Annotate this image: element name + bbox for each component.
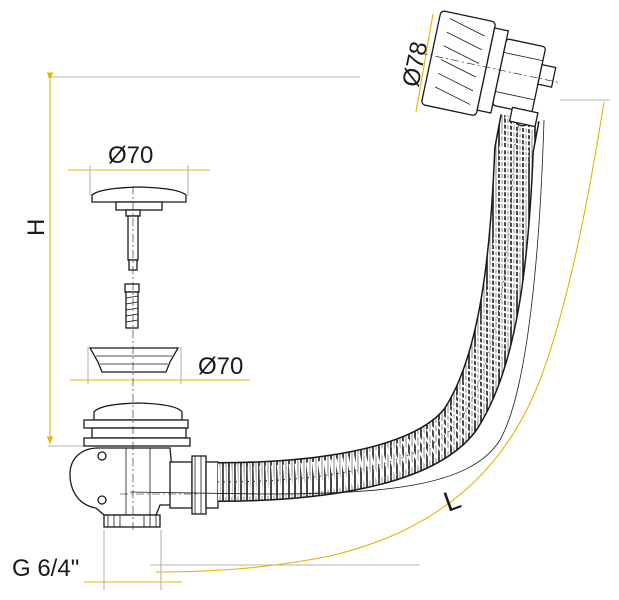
drain-body — [69, 402, 219, 528]
corrugated-hose — [217, 114, 540, 502]
length-dimension-arc — [155, 101, 605, 573]
plug-head — [91, 186, 187, 271]
overflow-diameter-dimension-line — [415, 13, 434, 113]
flange-ring — [88, 347, 180, 373]
flange-diameter-label: Ø70 — [198, 353, 243, 380]
control-cable — [129, 119, 545, 495]
center-lines — [120, 186, 200, 532]
overflow-head — [419, 10, 559, 128]
length-label: L — [439, 483, 464, 517]
height-label: H — [23, 219, 50, 236]
plug-diameter-label: Ø70 — [108, 142, 153, 169]
extension-lines — [48, 76, 610, 590]
plug-screw — [124, 283, 140, 329]
thread-label: G 6/4" — [12, 555, 79, 582]
dimension-lines — [46, 13, 605, 583]
